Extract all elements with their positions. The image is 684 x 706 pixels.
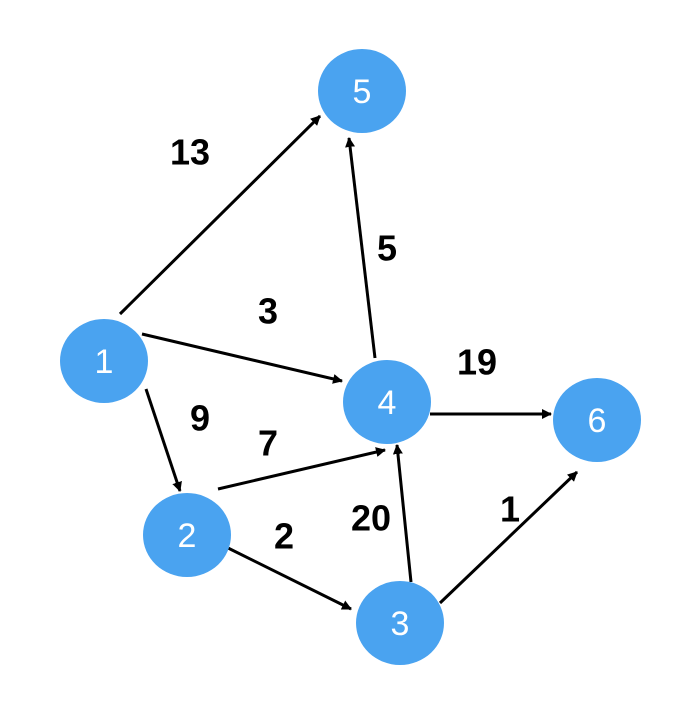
node-6: 6	[553, 378, 641, 462]
edge-4-to-5	[345, 137, 377, 359]
nodes-layer: 1 2 3 4 5 6	[60, 49, 641, 665]
node-label-4: 4	[378, 384, 397, 422]
edge-weight-3-6: 1	[500, 489, 520, 530]
edge-weight-1-4: 3	[258, 291, 278, 332]
edge-weight-4-5: 5	[377, 228, 397, 269]
edge-weight-1-2: 9	[190, 398, 210, 439]
node-circle-5	[318, 49, 406, 133]
node-label-5: 5	[353, 73, 372, 111]
edge-weight-4-6: 19	[457, 342, 497, 383]
node-circle-1	[60, 319, 148, 403]
node-label-1: 1	[95, 343, 114, 381]
node-circle-3	[356, 581, 444, 665]
node-circle-4	[343, 360, 431, 444]
node-circle-6	[553, 378, 641, 462]
node-4: 4	[343, 360, 431, 444]
edge-1-to-2	[144, 388, 182, 492]
edge-1-to-5	[118, 114, 322, 316]
node-label-3: 3	[391, 605, 410, 643]
edge-3-to-4	[392, 444, 413, 583]
node-1: 1	[60, 319, 148, 403]
node-label-6: 6	[588, 402, 607, 440]
edges-layer: 13 3 9 7 2 20 1 5 19	[118, 114, 579, 611]
edge-2-to-3	[223, 544, 352, 611]
edge-weight-3-4: 20	[351, 498, 391, 539]
node-2: 2	[143, 493, 231, 577]
node-label-2: 2	[178, 517, 197, 555]
edge-weight-2-4: 7	[258, 423, 278, 464]
node-5: 5	[318, 49, 406, 133]
node-3: 3	[356, 581, 444, 665]
edge-weight-2-3: 2	[274, 516, 294, 557]
node-circle-2	[143, 493, 231, 577]
edge-weight-1-5: 13	[170, 132, 210, 173]
edge-2-to-4	[217, 447, 386, 491]
edge-1-to-4	[141, 332, 343, 384]
edge-3-to-6	[438, 470, 579, 605]
